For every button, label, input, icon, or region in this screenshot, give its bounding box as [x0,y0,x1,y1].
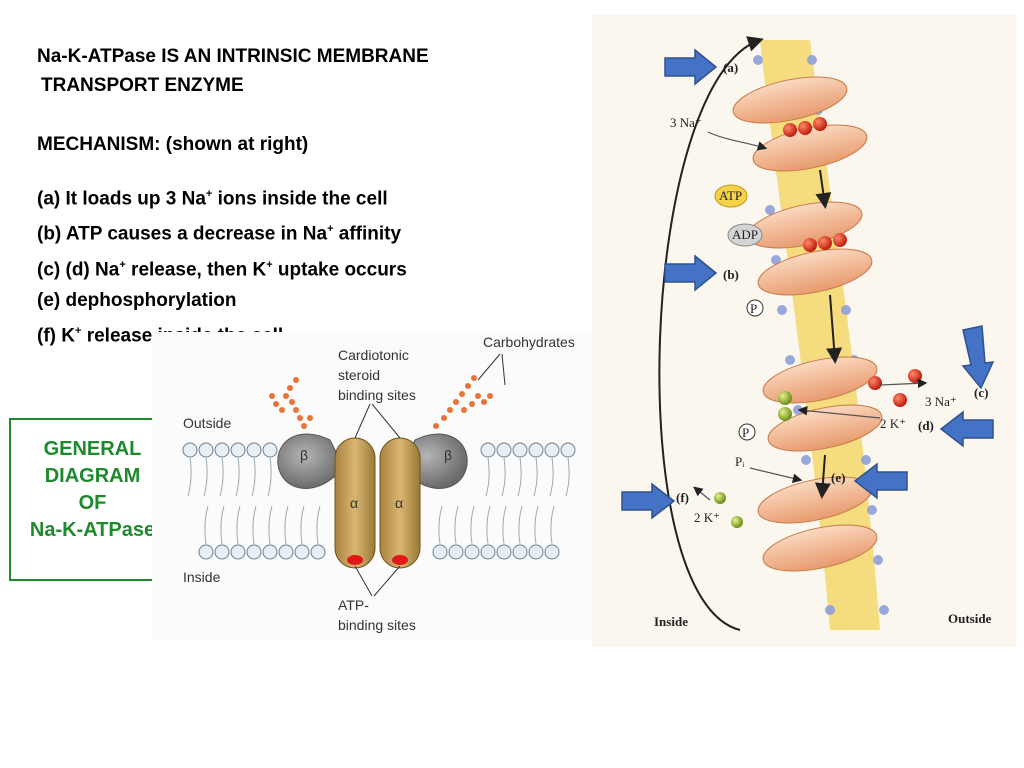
step-label-f: (f) [676,490,689,505]
p-label-b: P [750,301,757,316]
step-label-c: (c) [974,385,988,400]
blue-arrow-e [853,462,908,500]
membrane-outer-heads [182,442,576,458]
atp-site-left [347,555,363,565]
p-label-d: P [742,425,749,440]
alpha-right-label: α [395,495,403,511]
adp-label: ADP [732,227,758,242]
outside-label: Outside [183,415,231,431]
blue-arrow-f [621,482,676,520]
cardiotonic-label-1: Cardiotonic [338,347,409,363]
phosphate-badge-d: P [738,423,756,441]
blue-arrow-b [664,254,718,292]
alpha-left-label: α [350,495,358,511]
general-box-line-4: Na-K-ATPase [29,519,156,541]
cardiotonic-label-2: steroid [338,367,380,383]
blue-arrow-d [939,410,994,448]
enzyme-state-e-f [714,476,878,572]
step-label-a: (a) [723,60,738,75]
na-out-label: 3 Na⁺ [925,394,957,409]
mechanism-diagram: ATP ADP P P Pᵢ 3 Na⁺ 3 Na⁺ 2 K⁺ 2 K⁺ (a)… [592,15,1016,647]
carbohydrate-chains [269,375,493,429]
atp-site-right [392,555,408,565]
atp-badge: ATP [714,184,748,208]
general-box-line-1: GENERAL [43,438,142,460]
inside-label: Inside [183,569,221,585]
step-label-b: (b) [723,267,739,282]
membrane-inner-heads [198,544,560,560]
atp-sites-label-2: binding sites [338,617,416,633]
step-label-e: (e) [831,470,845,485]
adp-badge: ADP [727,223,763,247]
na-in-label: 3 Na⁺ [670,115,702,130]
step-label-d: (d) [918,418,934,433]
mechanism-heading: MECHANISM: (shown at right) [37,134,309,155]
step-a: (a) It loads up 3 Na+ ions inside the ce… [37,188,388,210]
enzyme-state-a [732,76,868,172]
title-line-2: TRANSPORT ENZYME [41,75,244,96]
membrane-tails [187,457,570,545]
flow-arrows [814,169,843,499]
atp-label: ATP [719,188,742,203]
beta-left-label: β [300,447,308,463]
general-box-line-2: DIAGRAM [44,465,141,487]
blue-arrow-a [664,48,718,86]
general-diagram: β β α α Outside Inside Carbohydrates Car… [152,332,592,640]
blue-arrow-c [961,325,995,390]
enzyme-state-b [747,201,873,296]
atp-sites-label-1: ATP- [338,597,369,613]
k-out-label: 2 K⁺ [880,416,906,431]
k-in-label: 2 K⁺ [694,510,720,525]
mechanism-outside-label: Outside [948,611,992,626]
step-e: (e) dephosphorylation [37,289,237,311]
ion-arrows [693,131,928,501]
phosphate-badge-b: P [746,299,764,317]
cycle-arrow [658,36,764,631]
cardiotonic-label-3: binding sites [338,387,416,403]
enzyme-state-c-d [762,356,922,452]
general-leader-lines [354,353,506,597]
beta-subunit-left [277,433,346,489]
step-c-d: (c) (d) Na+ release, then K+ uptake occu… [37,258,407,280]
beta-right-label: β [444,447,452,463]
blue-callout-arrows [621,48,995,520]
step-b: (b) ATP causes a decrease in Na+ affinit… [37,223,402,245]
carbohydrates-label: Carbohydrates [483,334,575,350]
page-title: Na-K-ATPase IS AN INTRINSIC MEMBRANE TRA… [37,42,429,100]
title-line-1: Na-K-ATPase IS AN INTRINSIC MEMBRANE [37,46,429,67]
general-diagram-box: GENERAL DIAGRAM OF Na-K-ATPase [9,418,176,581]
general-box-line-3: OF [78,492,107,514]
pi-label: Pᵢ [735,454,745,469]
mechanism-inside-label: Inside [654,614,688,629]
